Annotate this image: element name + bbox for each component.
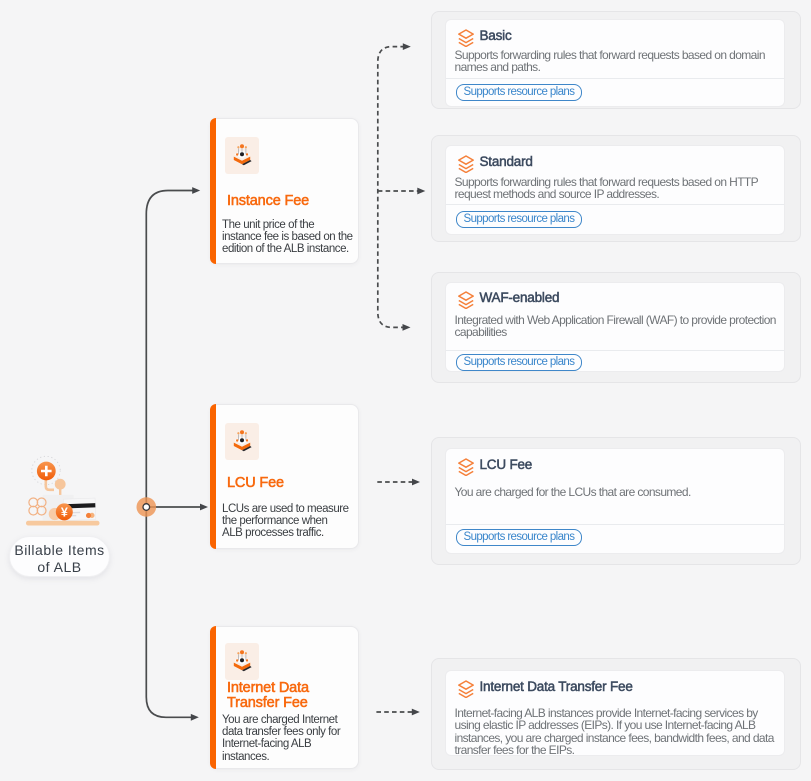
svg-text:¥: ¥ bbox=[61, 506, 68, 520]
